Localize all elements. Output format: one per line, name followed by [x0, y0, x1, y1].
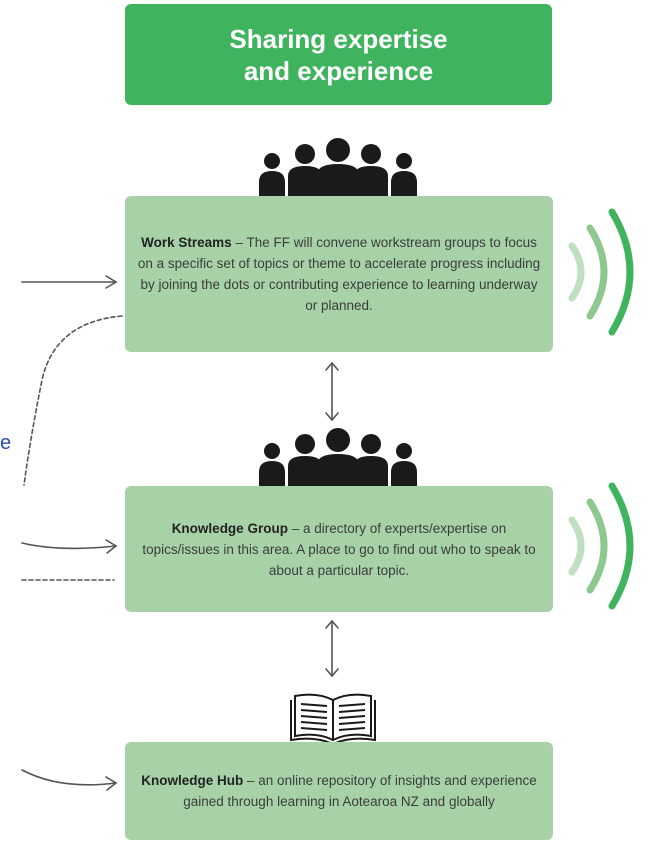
title-box: Sharing expertise and experience [125, 4, 552, 105]
knowledge-hub-text: Knowledge Hub – an online repository of … [135, 770, 543, 812]
work-streams-heading: Work Streams [141, 235, 232, 250]
people-group-icon [259, 428, 417, 488]
open-book-icon [290, 693, 376, 744]
up-down-arrow-icon [325, 619, 339, 678]
knowledge-group-body: – a directory of experts/expertise on to… [142, 520, 536, 578]
up-down-arrow-icon [325, 361, 339, 422]
work-streams-text: Work Streams – The FF will convene works… [135, 232, 543, 316]
people-group-icon [259, 138, 417, 198]
work-streams-body: – The FF will convene workstream groups … [137, 235, 541, 313]
dashed-connector [23, 315, 123, 486]
knowledge-group-card: Knowledge Group – a directory of experts… [125, 486, 553, 612]
knowledge-group-heading: Knowledge Group [171, 520, 288, 536]
signal-waves-icon [568, 208, 634, 336]
knowledge-hub-body: – an online repository of insights and e… [183, 773, 537, 809]
knowledge-hub-card: Knowledge Hub – an online repository of … [125, 742, 553, 840]
knowledge-hub-heading: Knowledge Hub [141, 773, 244, 788]
arrow-into-knowledge-group [21, 542, 117, 550]
clipped-text-fragment: e [0, 432, 12, 454]
title-line-1: Sharing expertise [229, 23, 448, 54]
knowledge-group-text: Knowledge Group – a directory of experts… [135, 518, 543, 581]
arrow-into-knowledge-hub [21, 769, 117, 786]
title-line-2: and experience [243, 55, 434, 86]
signal-waves-icon [568, 482, 634, 610]
work-streams-card: Work Streams – The FF will convene works… [125, 196, 553, 352]
